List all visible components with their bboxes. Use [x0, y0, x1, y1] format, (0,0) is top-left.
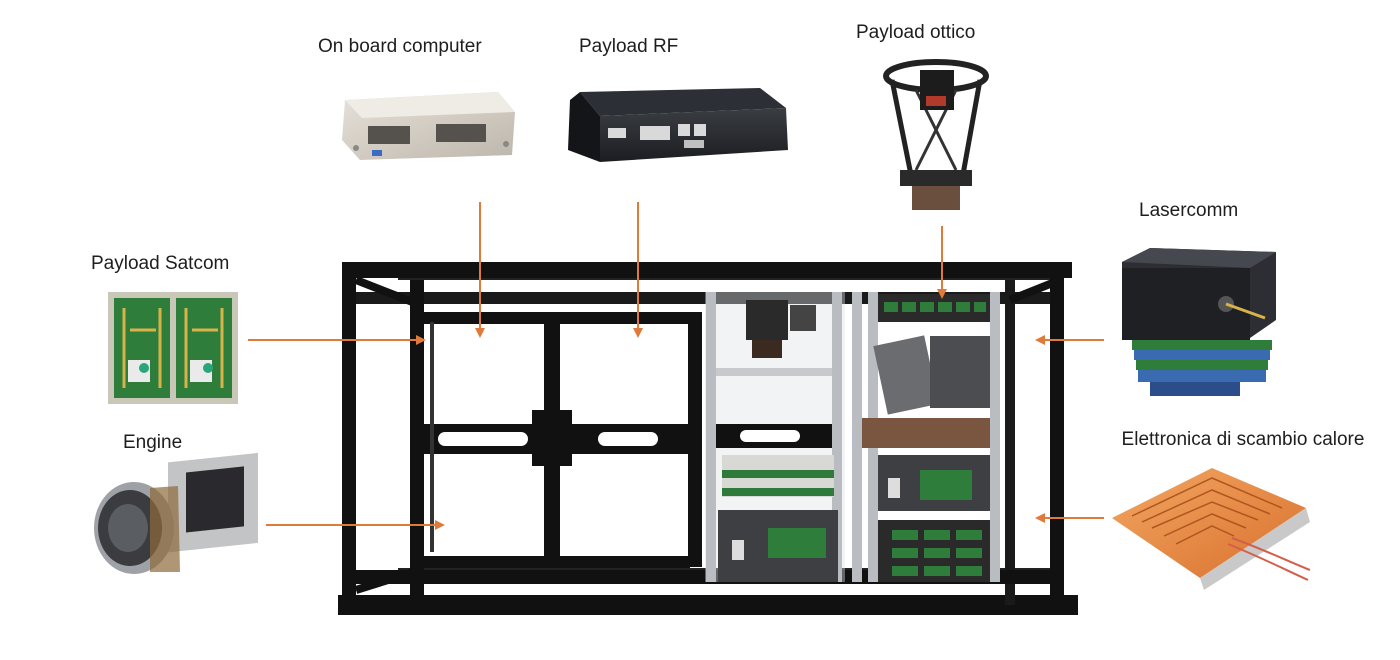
payload-satcom-image — [108, 292, 238, 404]
on-board-computer-image — [342, 92, 515, 160]
label-payload-satcom: Payload Satcom — [91, 253, 230, 274]
label-engine: Engine — [123, 432, 183, 453]
heat-exchange-electronics-image — [1112, 468, 1311, 590]
payload-rf-image — [568, 88, 788, 162]
label-lasercomm: Lasercomm — [1139, 200, 1239, 221]
label-payload-ottico: Payload ottico — [856, 22, 976, 43]
lasercomm-image — [1122, 248, 1276, 396]
label-payload-rf: Payload RF — [579, 36, 679, 57]
label-on-board-computer: On board computer — [318, 36, 482, 57]
label-elettronica-scambio-calore: Elettronica di scambio calore — [1121, 429, 1365, 450]
satellite-frame-image — [338, 262, 1078, 615]
payload-ottico-image — [883, 59, 989, 210]
engine-image — [94, 452, 258, 574]
